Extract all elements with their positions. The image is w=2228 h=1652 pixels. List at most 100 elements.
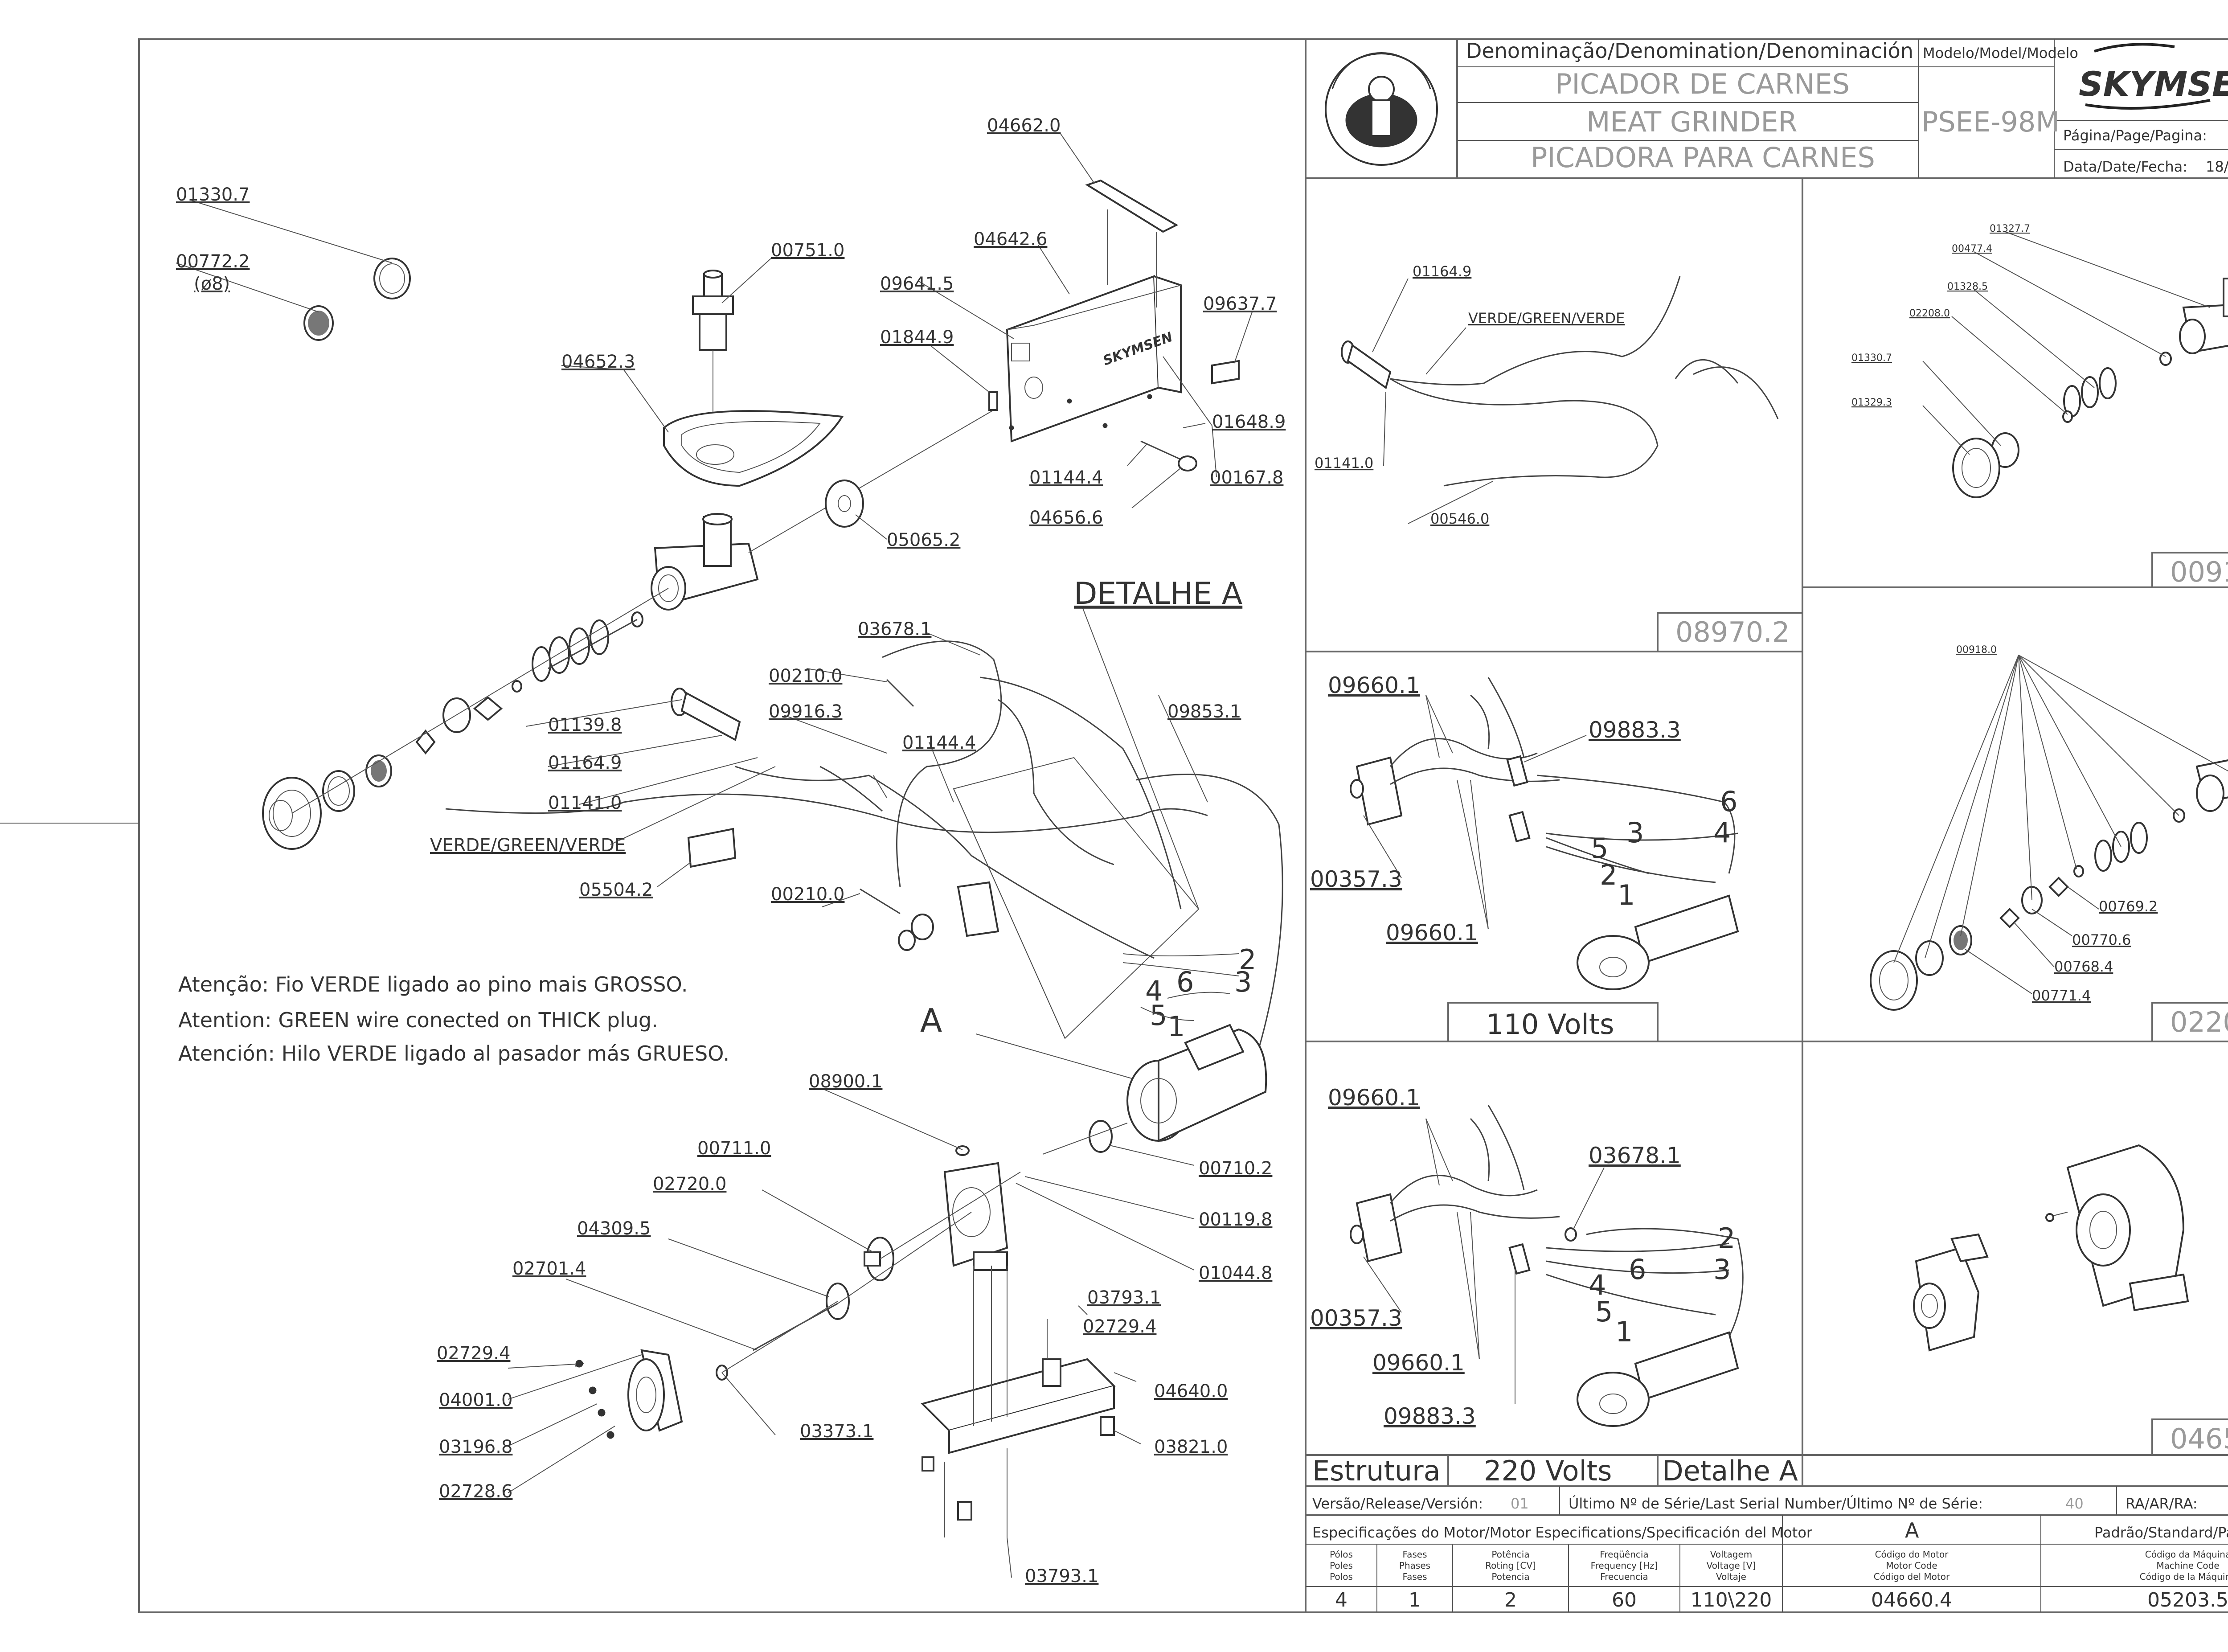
skymsen-logo: SKYMSEN [2079,43,2228,110]
panel-structure: 04657.4 [1913,1144,2228,1455]
kit-label-4: 02208.0 [1909,308,1950,319]
name-es: PICADORA PARA CARNES [1531,141,1875,174]
head-label-5: 00771.4 [2032,987,2091,1004]
base-plate [921,1358,1116,1521]
v220-label-2: 03678.1 [1589,1143,1681,1168]
knife-part [473,696,503,721]
head-label-2: 00769.2 [2099,898,2158,915]
motor-spec-header: Especificações do Motor/Motor Especifica… [1312,1524,1813,1541]
handle-part [1085,179,1179,233]
panel-titles-row: Estrutura 220 Volts Detalhe A [1306,1455,2228,1487]
motor-part [1126,1024,1267,1143]
spec-h-motor-3: Código del Motor [1874,1571,1950,1582]
label-02720-0: 02720.0 [653,1174,726,1194]
label-00119-8: 00119.8 [1199,1209,1272,1230]
spec-h-volt-2: Voltage [V] [1707,1560,1756,1571]
spec-h-motor-2: Motor Code [1886,1560,1937,1571]
version-value: 01 [1511,1495,1529,1512]
wire-num-1: 1 [1167,1010,1185,1043]
kit-label-3: 01328.5 [1947,281,1988,292]
spec-v-poles: 4 [1335,1589,1347,1611]
panel-power-cord: 01164.9 VERDE/GREEN/VERDE 01141.0 00546.… [1315,263,1802,652]
date-value: 18/04/97 [2206,158,2228,175]
spec-v-machine: 05203.5 [2147,1589,2228,1611]
gearbox-frame [943,1162,1008,1271]
tray-part [663,410,844,487]
label-03793-1-b: 03793.1 [1025,1566,1098,1586]
note-en: Atention: GREEN wire conected on THICK p… [178,1008,658,1032]
sticker-part [687,828,737,868]
label-00167-8: 00167.8 [1210,467,1283,488]
label-09637-7: 09637.7 [1203,294,1277,314]
serial-label: Último Nº de Série/Last Serial Number/Úl… [1569,1495,1983,1512]
kit-code: 00918.0 [2170,556,2228,588]
note-pt: Atenção: Fio VERDE ligado ao pino mais G… [178,972,688,996]
label-00210-0-a: 00210.0 [769,666,842,686]
label-01844-9: 01844.9 [880,327,954,348]
v110-label-2: 09883.3 [1589,717,1681,743]
label-01330-7: 01330.7 [176,184,250,205]
v220-num-2: 2 [1718,1222,1735,1254]
spec-h-phases-3: Fases [1402,1571,1427,1582]
head-label-1: 00918.0 [1956,644,1997,656]
label-00772-2: 00772.2 [176,251,250,272]
spec-h-volt-3: Voltaje [1716,1571,1746,1582]
panel-head-kit: 01327.7 00477.4 01328.5 02208.0 01330.7 … [1851,223,2228,588]
title-detalhe-a: Detalhe A [1662,1455,1798,1487]
head-label-4: 00768.4 [2054,958,2113,975]
knob-part [1178,455,1197,471]
spec-v-volt: 110\220 [1691,1589,1772,1611]
label-02729-4-a: 02729.4 [1083,1316,1156,1337]
v110-num-1: 1 [1618,879,1635,911]
label-00772-2-note: (ø8) [194,274,230,294]
spec-v-motor: 04660.4 [1871,1589,1952,1611]
head-label-3: 00770.6 [2072,931,2131,948]
cord-label-4: 00546.0 [1430,510,1489,527]
v220-num-4: 4 [1589,1269,1606,1301]
label-01648-9: 01648.9 [1212,412,1286,432]
wire-num-6: 6 [1176,966,1194,998]
name-en: MEAT GRINDER [1586,106,1798,138]
spec-h-poles-3: Polos [1330,1571,1353,1582]
wiring-notes: Atenção: Fio VERDE ligado ao pino mais G… [178,972,729,1066]
spec-h-power-2: Roting [CV] [1485,1560,1536,1571]
kit-label-2: 00477.4 [1952,243,1992,254]
label-03821-0: 03821.0 [1154,1437,1228,1457]
title-block: Denominação/Denomination/Denominación PI… [1306,39,2228,179]
label-a-marker: A [920,1002,942,1039]
v220-label-4: 09660.1 [1372,1350,1465,1376]
cord-label-1: 01164.9 [1413,263,1471,280]
v220-label-5: 09883.3 [1384,1403,1476,1429]
title-estrutura: Estrutura [1312,1455,1441,1487]
title-220-volts: 220 Volts [1484,1455,1612,1487]
page-label: Página/Page/Pagina: [2063,127,2207,144]
spec-h-volt-1: Voltagem [1710,1549,1753,1560]
release-row: Versão/Release/Versión: 01 Último Nº de … [1306,1486,2228,1516]
v110-num-3: 3 [1626,816,1644,849]
v110-label-3: 00357.3 [1310,866,1402,892]
label-00210-0-b: 00210.0 [771,884,844,905]
version-label: Versão/Release/Versión: [1312,1495,1483,1512]
label-02728-6: 02728.6 [439,1481,512,1502]
spec-h-poles-1: Pólos [1330,1549,1353,1560]
spec-h-power-1: Potência [1491,1549,1529,1560]
kit-label-5: 01330.7 [1851,353,1892,364]
label-03373-1: 03373.1 [800,1421,873,1442]
wire-num-3: 3 [1234,966,1252,998]
label-04652-3: 04652.3 [561,352,635,372]
v220-num-1: 1 [1615,1316,1633,1348]
kit-label-6: 01329.3 [1851,397,1892,408]
spec-v-phases: 1 [1409,1589,1421,1611]
label-plate [1211,360,1240,385]
wire-num-4: 4 [1145,975,1163,1007]
v110-title: 110 Volts [1486,1008,1614,1041]
serial-value: 40 [2065,1495,2084,1512]
spec-h-machine-3: Código de la Máquina [2140,1571,2228,1582]
v220-label-3: 00357.3 [1310,1305,1402,1331]
cord-label-2: VERDE/GREEN/VERDE [1468,310,1625,327]
label-01164-9: 01164.9 [548,753,622,773]
label-00751-0: 00751.0 [771,240,844,261]
motor-spec-col-a: A [1905,1518,1919,1542]
panel-220-volts: 09660.1 03678.1 00357.3 09660.1 09883.3 … [1310,1085,1744,1429]
